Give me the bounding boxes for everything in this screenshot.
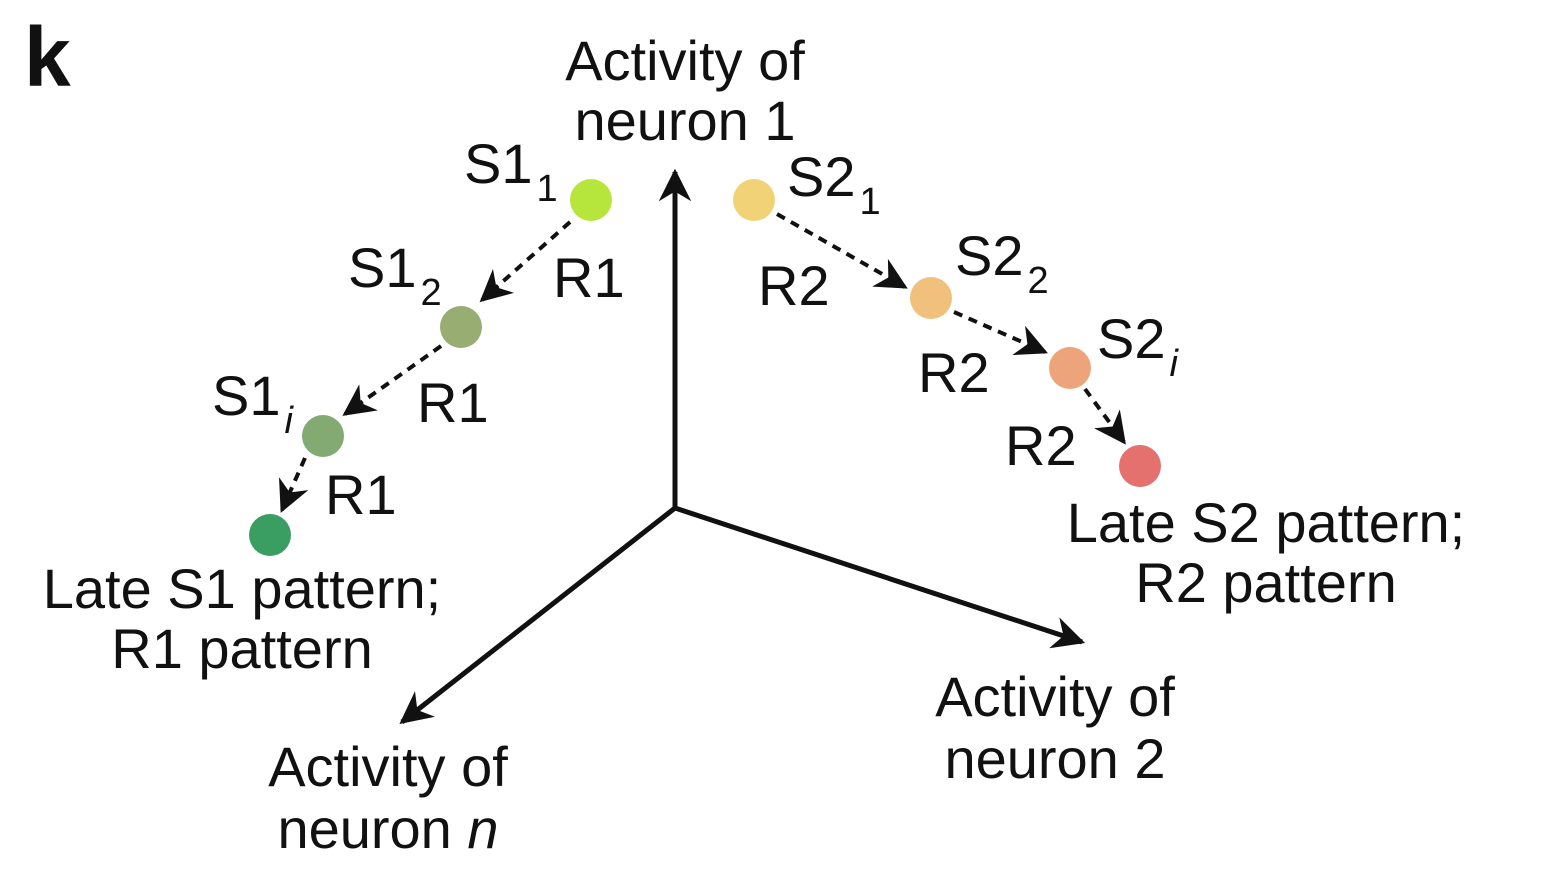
late-s2-label-line2: R2 pattern <box>1135 551 1397 614</box>
s2-point-4 <box>1119 445 1161 487</box>
axis-label-neuron-1-line2: neuron 1 <box>574 89 795 152</box>
s1-transition-label-2: R1 <box>417 371 489 434</box>
axis-label-neuron-n-italic: n <box>467 797 498 860</box>
s2-point-1 <box>733 179 775 221</box>
s2-point-2 <box>910 277 952 319</box>
late-s2-label-line1: Late S2 pattern; <box>1067 491 1466 554</box>
s2-transition-arrow-3 <box>1083 387 1126 445</box>
axis-label-neuron-2-line2: neuron 2 <box>944 727 1165 790</box>
s2-transition-arrow-1 <box>776 212 908 289</box>
s2-transition-arrow-2 <box>953 310 1048 356</box>
s1-point-2 <box>440 306 482 348</box>
late-s1-label-line1: Late S1 pattern; <box>43 557 442 620</box>
axis-neuron-n <box>399 506 677 725</box>
s1-point-3 <box>302 415 344 457</box>
late-s1-label-line2: R1 pattern <box>111 617 373 680</box>
axis-label-neuron-n-prefix: neuron <box>277 797 467 860</box>
s2-transition-label-1: R2 <box>758 254 830 317</box>
s1-transition-arrow-1 <box>479 220 572 303</box>
axis-label-neuron-2-line1: Activity of <box>935 665 1175 728</box>
s1-point-1 <box>570 179 612 221</box>
s1-transition-label-3: R1 <box>325 463 397 526</box>
s2-transition-label-2: R2 <box>918 341 990 404</box>
axis-label-neuron-n-line1: Activity of <box>268 735 508 798</box>
s2-point-3 <box>1049 347 1091 389</box>
s1-point-4 <box>249 514 291 556</box>
axis-label-neuron-n-line2: neuron n <box>277 797 498 860</box>
panel-label: k <box>24 10 71 104</box>
s1-transition-arrow-3 <box>279 457 309 513</box>
axis-neuron-2 <box>674 505 1086 649</box>
s2-transition-label-3: R2 <box>1005 414 1077 477</box>
s1-transition-arrow-2 <box>342 344 443 416</box>
s1-transition-label-1: R1 <box>553 246 625 309</box>
axis-label-neuron-1-line1: Activity of <box>565 29 805 92</box>
axes <box>399 168 1086 725</box>
